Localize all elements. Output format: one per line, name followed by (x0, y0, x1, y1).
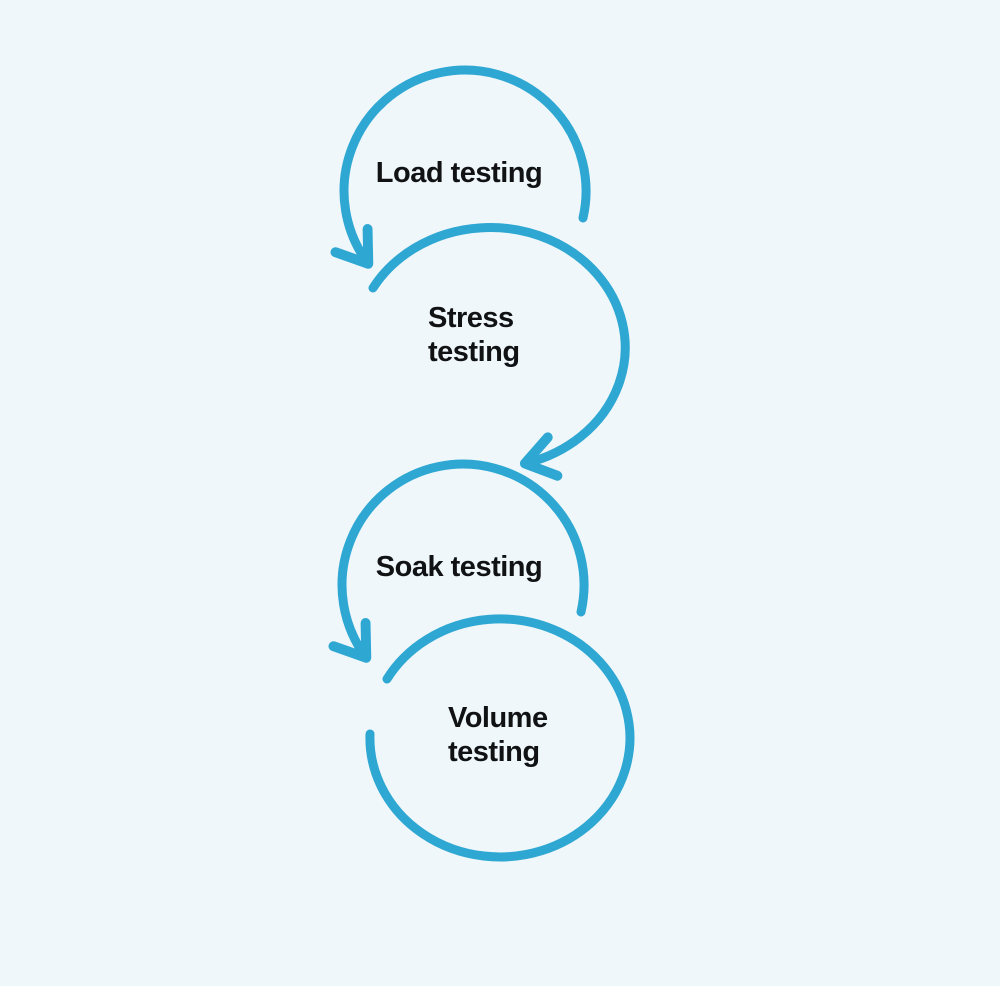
label-line: Load testing (375, 157, 543, 189)
label-load-testing: Load testing (375, 156, 543, 190)
loop-circle-volume-testing-icon (365, 614, 635, 862)
label-line: Stress (428, 302, 514, 334)
label-line: Volume (448, 702, 548, 734)
label-volume-testing: Volume testing (448, 701, 548, 769)
label-line: Soak testing (375, 551, 543, 583)
label-line: testing (448, 736, 540, 768)
label-soak-testing: Soak testing (375, 550, 543, 584)
label-line: testing (428, 336, 520, 368)
label-stress-testing: Stress testing (428, 301, 520, 369)
loop-arrow-soak-testing-icon (328, 459, 589, 663)
loop-arrow-load-testing-icon (330, 65, 591, 269)
loop-arrow-stress-testing-icon (368, 223, 630, 481)
